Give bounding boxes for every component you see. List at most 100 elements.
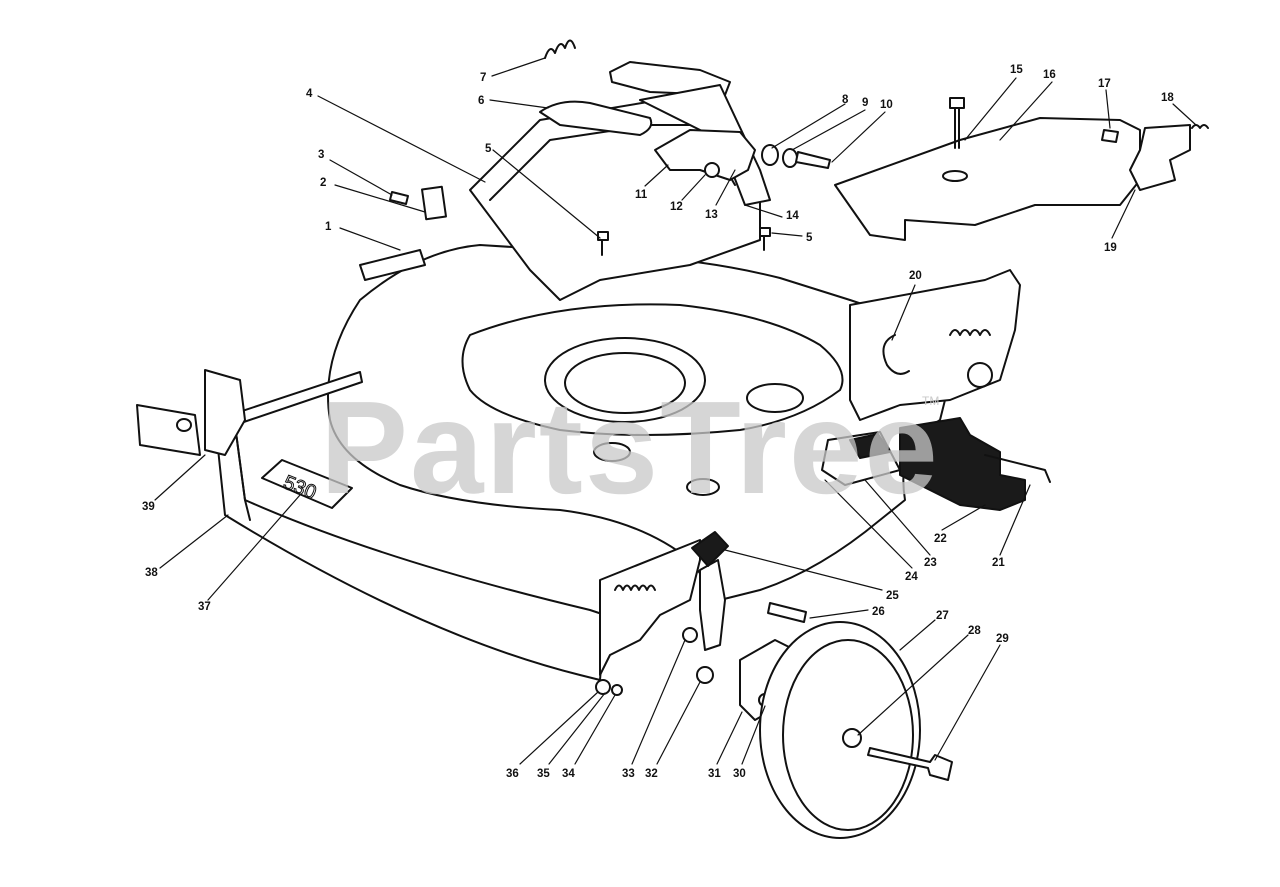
callout-19: 19 xyxy=(1104,242,1117,254)
handle-grip-top xyxy=(609,61,731,96)
callout-25: 25 xyxy=(886,590,899,602)
callout-21: 21 xyxy=(992,557,1005,569)
callout-38: 38 xyxy=(145,567,158,579)
leader-34 xyxy=(574,694,616,765)
leader-11 xyxy=(644,164,669,187)
callout-39: 39 xyxy=(142,501,155,513)
leader-25 xyxy=(724,549,883,591)
bolt-3 xyxy=(389,191,409,205)
right-wheel-hub xyxy=(967,362,993,388)
pin-18 xyxy=(1191,124,1209,129)
right-height-notches xyxy=(949,329,991,336)
callout-7: 7 xyxy=(480,72,486,84)
leader-2 xyxy=(334,184,426,213)
rear-guard-22 xyxy=(899,417,1026,511)
handle-grip-6 xyxy=(539,100,653,136)
front-skirt-inner xyxy=(234,424,251,521)
deck-plug-2 xyxy=(686,478,720,496)
deck-number-plate xyxy=(261,459,353,509)
bolt-5b xyxy=(759,227,771,251)
front-height-notches xyxy=(614,584,656,591)
callout-5b: 5 xyxy=(806,232,813,244)
wheel-bolt-29 xyxy=(867,747,953,781)
deck-side-hole xyxy=(746,383,804,413)
watermark-tm: TM xyxy=(922,394,940,408)
callout-10: 10 xyxy=(880,99,893,111)
callout-11: 11 xyxy=(635,189,648,201)
rear-bracket-19 xyxy=(1129,124,1191,191)
leader-32 xyxy=(656,681,701,765)
rear-baffle-hole xyxy=(942,170,968,182)
callout-9: 9 xyxy=(862,97,868,109)
callout-2: 2 xyxy=(320,177,326,189)
washer-9 xyxy=(782,148,798,168)
leader-10 xyxy=(831,111,886,163)
bolt-17 xyxy=(1101,129,1119,143)
adjust-lever-plate xyxy=(654,129,756,181)
callouts: 1 2 3 4 5 5 6 7 8 9 10 11 12 13 14 15 16… xyxy=(142,64,1174,780)
left-bracket-39 xyxy=(136,404,201,456)
callout-26: 26 xyxy=(872,606,885,618)
callout-16: 16 xyxy=(1043,69,1056,81)
callout-13: 13 xyxy=(705,209,718,221)
leader-23 xyxy=(864,479,931,556)
leader-30 xyxy=(741,705,766,765)
callout-14: 14 xyxy=(786,210,799,222)
callout-6: 6 xyxy=(478,95,484,107)
leader-20 xyxy=(891,284,916,341)
callout-30: 30 xyxy=(733,768,746,780)
leader-6 xyxy=(489,99,549,109)
leader-37 xyxy=(207,494,301,601)
leader-22 xyxy=(941,504,986,531)
callout-5a: 5 xyxy=(485,143,492,155)
leader-19 xyxy=(1111,189,1136,239)
watermark-text: PartsTree xyxy=(320,374,940,521)
clip-20 xyxy=(882,334,910,375)
leader-27 xyxy=(899,619,936,651)
leader-4 xyxy=(317,95,486,183)
front-height-bracket xyxy=(599,539,701,676)
spring-7 xyxy=(544,39,576,59)
callout-17: 17 xyxy=(1098,78,1111,90)
leader-26 xyxy=(809,609,869,619)
nut-36 xyxy=(595,679,611,695)
leader-17 xyxy=(1105,89,1111,129)
rod-21 xyxy=(984,454,1051,483)
leader-29 xyxy=(934,644,1001,761)
callout-22: 22 xyxy=(934,533,947,545)
callout-23: 23 xyxy=(924,557,937,569)
leader-35 xyxy=(548,692,606,765)
leader-15 xyxy=(964,77,1017,141)
leader-28 xyxy=(857,634,969,736)
callout-15: 15 xyxy=(1010,64,1023,76)
callout-12: 12 xyxy=(670,201,683,213)
callout-37: 37 xyxy=(198,601,211,613)
leader-3 xyxy=(329,159,393,196)
leader-1 xyxy=(339,227,401,251)
callout-32: 32 xyxy=(645,768,658,780)
deck-center-hole xyxy=(564,352,686,414)
leader-31 xyxy=(716,711,743,765)
callout-35: 35 xyxy=(537,768,550,780)
callout-34: 34 xyxy=(562,768,575,780)
wheel-tread xyxy=(782,639,914,831)
wheel-hub-28 xyxy=(842,728,862,748)
leader-38 xyxy=(159,514,229,569)
leader-33 xyxy=(631,639,686,765)
rear-baffle-16 xyxy=(834,117,1141,241)
callout-3: 3 xyxy=(318,149,324,161)
callout-27: 27 xyxy=(936,610,949,622)
front-skirt xyxy=(214,371,606,681)
callout-33: 33 xyxy=(622,768,635,780)
leader-36 xyxy=(519,691,599,765)
washer-33 xyxy=(682,627,698,643)
lever-knob-12 xyxy=(704,162,720,178)
leader-13 xyxy=(715,169,736,206)
leader-12 xyxy=(681,174,706,201)
leader-5b xyxy=(771,232,803,237)
bolt-10 xyxy=(795,151,831,169)
callout-8: 8 xyxy=(842,94,849,106)
leader-18 xyxy=(1172,103,1197,126)
flap-1 xyxy=(359,249,426,281)
